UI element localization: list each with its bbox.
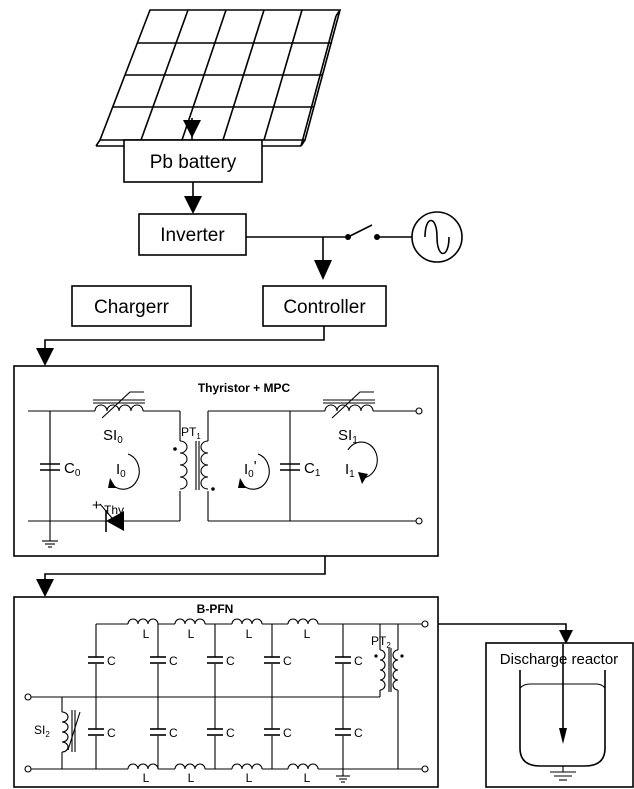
terminal-icon [24, 765, 32, 773]
inverter-box [138, 213, 247, 256]
terminal-icon [24, 693, 32, 701]
inductor-chain-top-icon [127, 618, 398, 625]
capacitor-label: C [354, 654, 363, 668]
inductor-chain-bottom-icon [127, 763, 398, 770]
bpfn-panel [13, 596, 439, 788]
arrow-down-icon [183, 120, 201, 138]
thyristor-icon [99, 503, 124, 532]
inductor-label: L [246, 627, 253, 641]
i0-prime-label: I0' [244, 458, 257, 480]
thyristor-panel-title: Thyristor + MPC [198, 381, 291, 395]
current-loop-i0-prime-icon [238, 453, 270, 490]
controller-box [262, 285, 387, 327]
terminal-icon [421, 765, 429, 773]
c1-label: C1 [304, 460, 321, 479]
ground-icon [550, 766, 576, 781]
inductor-label: L [246, 771, 253, 785]
capacitor-label: C [107, 726, 116, 740]
i0-label: I0 [116, 461, 126, 480]
capacitor-icon [88, 728, 351, 736]
terminal-icon [415, 517, 423, 525]
capacitor-label: C [226, 654, 235, 668]
thy-plus: + [92, 497, 101, 514]
arrow-down-icon [184, 196, 202, 214]
inductor-label: L [143, 627, 150, 641]
i1-label: I1 [345, 461, 355, 480]
si0-label: SI0 [103, 427, 123, 446]
capacitor-label: C [354, 726, 363, 740]
capacitor-label: C [169, 726, 178, 740]
inductor-label: L [304, 771, 311, 785]
c0-label: C0 [64, 460, 81, 479]
capacitor-label: C [283, 654, 292, 668]
pt2-label: PT2 [371, 634, 391, 650]
arrow-down-icon [36, 579, 54, 597]
arrow-down-icon [36, 348, 54, 366]
battery-label: Pb battery [150, 152, 237, 173]
capacitor-label: C [283, 726, 292, 740]
terminal-icon [421, 620, 429, 628]
transformer-pt2-icon [374, 648, 404, 692]
saturable-inductor-si0-icon [93, 391, 145, 419]
ground-icon [42, 521, 58, 548]
si1-label: SI1 [338, 427, 358, 446]
thy-label: Thy [104, 503, 124, 517]
arrow-down-icon [559, 630, 573, 644]
capacitor-icon [88, 656, 351, 664]
capacitor-label: C [226, 726, 235, 740]
inductor-label: L [143, 771, 150, 785]
si2-label: SI2 [34, 723, 50, 739]
current-loop-i1-icon [347, 441, 378, 484]
charger-box [71, 285, 192, 327]
current-loop-i0-icon [108, 453, 140, 490]
solar-panel-icon [95, 9, 342, 147]
charger-label: Chargerr [94, 297, 170, 318]
reactor-label: Discharge reactor [500, 651, 618, 668]
pt1-label: PT1 [181, 425, 201, 441]
thyristor-mpc-panel [13, 365, 439, 557]
discharge-reactor-box [485, 642, 634, 788]
transformer-pt1-icon [173, 440, 215, 491]
capacitor-label: C [107, 654, 116, 668]
bpfn-panel-title: B-PFN [197, 602, 234, 616]
capacitor-label: C [169, 654, 178, 668]
capacitor-ladder [157, 624, 344, 769]
inductor-label: L [188, 627, 195, 641]
saturable-inductor-si1-icon [323, 391, 375, 419]
terminal-icon [415, 407, 423, 415]
ac-source-icon [411, 211, 463, 263]
inverter-label: Inverter [160, 225, 225, 246]
arrow-down-icon [314, 260, 332, 280]
inductor-label: L [188, 771, 195, 785]
controller-label: Controller [283, 297, 366, 318]
inductor-label: L [304, 627, 311, 641]
ground-icon [336, 769, 350, 783]
switch-icon [347, 224, 373, 238]
saturable-inductor-si2-icon [56, 710, 81, 753]
